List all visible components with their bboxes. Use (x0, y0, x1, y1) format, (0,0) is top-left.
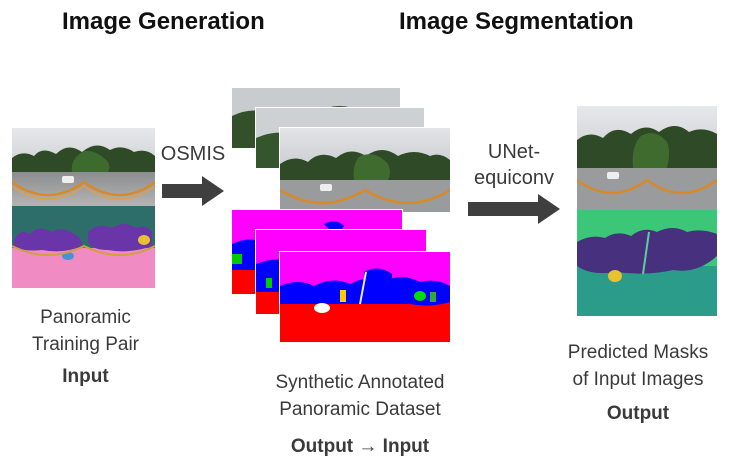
right-arrow-icon (162, 176, 224, 206)
training-pair-label-line2: Training Pair (31, 334, 139, 355)
heading-image-generation: Image Generation (62, 8, 265, 35)
heading-image-segmentation: Image Segmentation (399, 8, 634, 35)
predicted-label-line1: Predicted Masks (567, 342, 709, 363)
predicted-output-graphic (577, 106, 717, 316)
synthetic-dataset-label-line2: Panoramic Dataset (279, 399, 441, 420)
training-pair-image (12, 128, 155, 288)
training-pair-graphic (12, 128, 155, 288)
unet-label-line2: equiconv (473, 167, 555, 189)
synthetic-dataset-label-line1: Synthetic Annotated (275, 372, 445, 393)
right-arrow-icon (468, 194, 560, 224)
osmis-label: OSMIS (160, 143, 226, 165)
training-pair-label-line1: Panoramic (40, 307, 131, 328)
synthetic-photo-3 (280, 128, 450, 212)
synthetic-mask-3 (280, 252, 450, 342)
predicted-label-line2: of Input Images (572, 369, 704, 390)
osmis-arrow (162, 176, 224, 206)
synthetic-photo-graphic-3 (280, 128, 450, 212)
synthetic-dataset-role: Output → Input (290, 436, 430, 457)
predicted-role: Output (606, 403, 670, 424)
synthetic-mask-graphic-3 (280, 252, 450, 342)
predicted-output-image (577, 106, 717, 316)
training-pair-role: Input (62, 366, 109, 387)
unet-label-line1: UNet- (487, 141, 541, 163)
unet-arrow (468, 194, 560, 224)
